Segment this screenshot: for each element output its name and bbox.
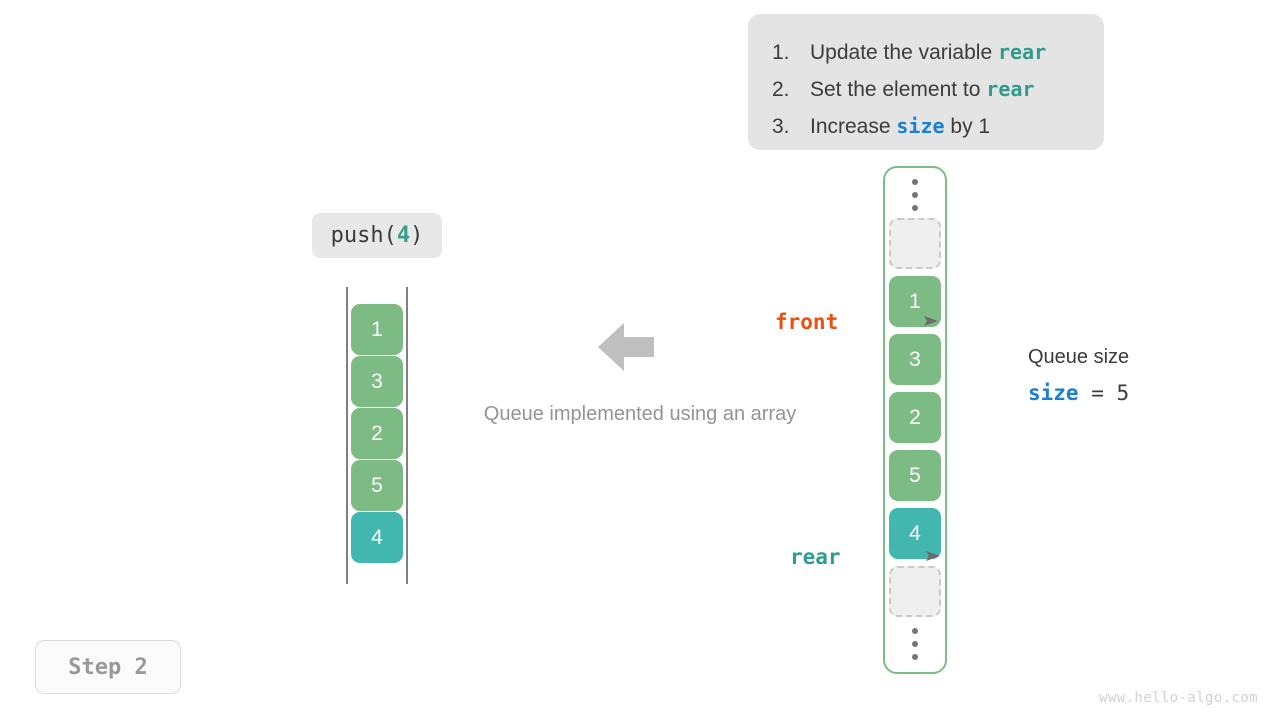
operation-close-paren: ) xyxy=(410,223,424,248)
queue-cell: 2 xyxy=(351,408,403,459)
size-value: 5 xyxy=(1116,381,1130,405)
array-cell: 3 xyxy=(889,334,941,385)
rear-pointer-text: rear xyxy=(790,545,841,569)
queue-rail-right xyxy=(406,287,408,584)
instruction-number: 2. xyxy=(772,78,790,101)
rear-pointer-label: rear xyxy=(790,521,943,593)
size-equals: = xyxy=(1078,381,1117,405)
arrow-marker-icon xyxy=(847,286,941,358)
array-cells: 1 3 2 5 4 xyxy=(889,218,941,617)
instruction-item-3: 3. Increase size by 1 xyxy=(772,108,1080,145)
array-cell: 2 xyxy=(889,392,941,443)
queue-size-title: Queue size xyxy=(1028,346,1130,368)
queue-cell: 3 xyxy=(351,356,403,407)
queue-cell: 5 xyxy=(351,460,403,511)
array-cell-highlighted: 4 xyxy=(889,508,941,559)
queue-size-expression: size = 5 xyxy=(1028,381,1248,405)
instruction-callout: 1. Update the variable rear 2. Set the e… xyxy=(748,14,1104,150)
operation-name: push( xyxy=(330,223,397,248)
vertical-ellipsis-icon-bottom xyxy=(912,628,918,660)
instruction-keyword-rear: rear xyxy=(997,40,1047,64)
array-cell: 5 xyxy=(889,450,941,501)
step-badge: Step 2 xyxy=(35,640,181,694)
instruction-text: Increase xyxy=(810,115,897,138)
front-pointer-text: front xyxy=(775,310,839,334)
instruction-text: Set the element to xyxy=(810,78,987,101)
array-cell-empty xyxy=(889,218,941,269)
diagram-caption: Queue implemented using an array xyxy=(483,403,797,425)
operation-argument: 4 xyxy=(396,223,411,248)
queue-cell: 1 xyxy=(351,304,403,355)
array-cell-empty xyxy=(889,566,941,617)
vertical-ellipsis-icon-top xyxy=(912,179,918,211)
array-cell: 1 xyxy=(889,276,941,327)
instruction-text-tail: by 1 xyxy=(944,115,991,138)
instruction-item-1: 1. Update the variable rear xyxy=(772,34,1080,71)
left-arrow-icon xyxy=(598,322,654,372)
operation-label: push(4) xyxy=(312,213,442,258)
instruction-text: Update the variable xyxy=(810,41,998,64)
arrow-marker-icon xyxy=(850,521,944,593)
front-pointer-label: front xyxy=(775,286,941,358)
instruction-number: 1. xyxy=(772,41,790,64)
instruction-number: 3. xyxy=(772,115,790,138)
queue-cell-highlighted: 4 xyxy=(351,512,403,563)
queue-size-readout: Queue size size = 5 xyxy=(1028,343,1248,405)
size-variable: size xyxy=(1028,381,1079,405)
logical-queue-cells: 1 3 2 5 4 xyxy=(351,304,403,563)
array-container: 1 3 2 5 4 xyxy=(883,166,947,674)
queue-rail-left xyxy=(346,287,348,584)
instruction-keyword-rear: rear xyxy=(986,77,1035,101)
watermark: www.hello-algo.com xyxy=(1099,690,1258,706)
instruction-keyword-size: size xyxy=(896,114,945,138)
logical-queue: 1 3 2 5 4 xyxy=(346,287,408,584)
instruction-item-2: 2. Set the element to rear xyxy=(772,71,1080,108)
